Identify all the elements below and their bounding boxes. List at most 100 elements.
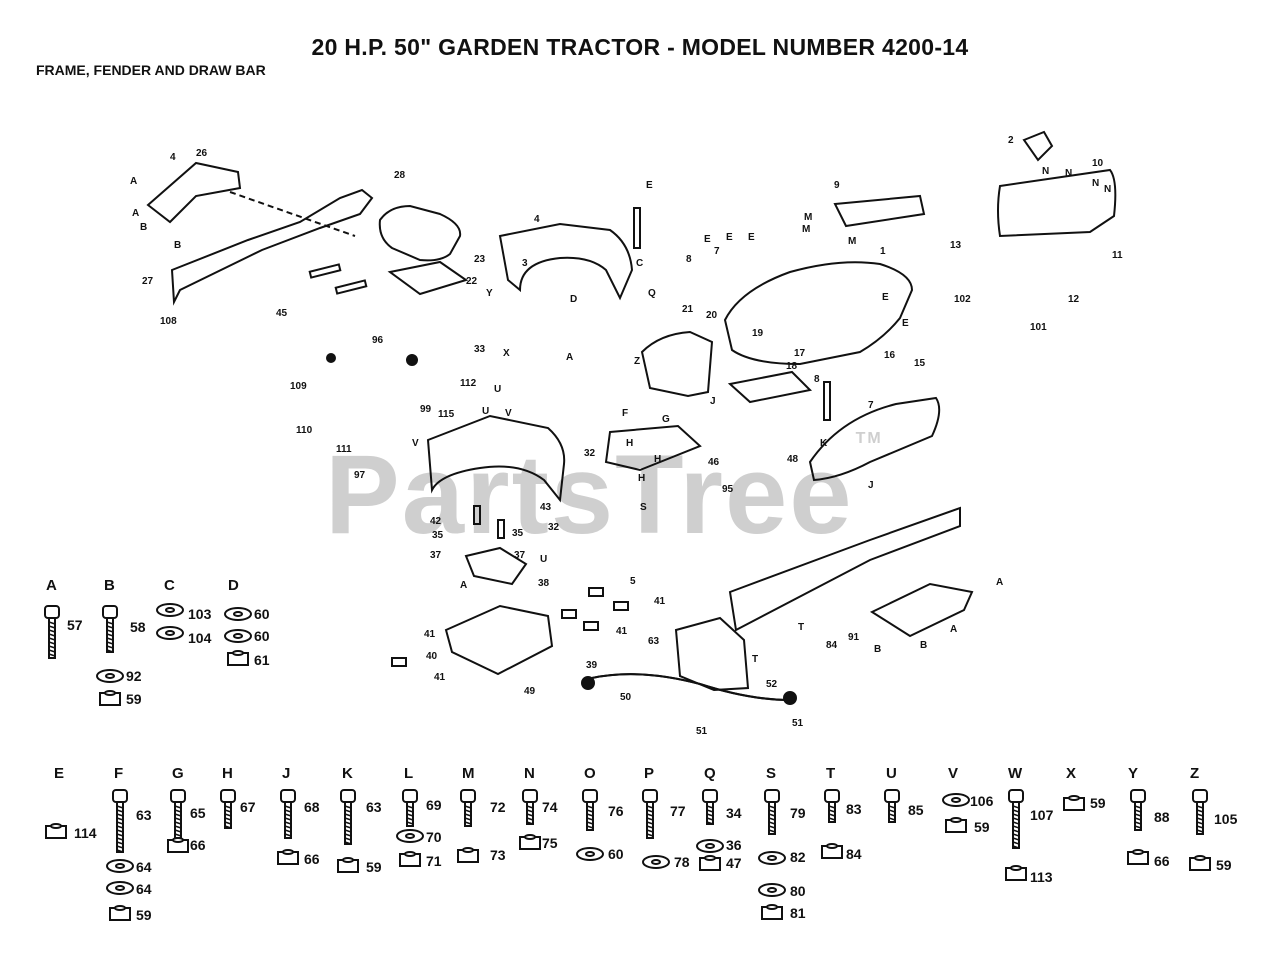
hardware-part-number: 105 bbox=[1214, 811, 1238, 827]
hardware-part-number: 72 bbox=[490, 799, 506, 815]
hardware-letter: U bbox=[886, 765, 897, 782]
callout-label: G bbox=[662, 414, 670, 425]
hardware-part-number: 66 bbox=[1154, 853, 1170, 869]
callout-label: 8 bbox=[814, 374, 820, 385]
hardware-part-number: 82 bbox=[790, 849, 806, 865]
hardware-letter: A bbox=[46, 577, 57, 594]
part-bracket-38 bbox=[464, 546, 528, 586]
callout-label: A bbox=[130, 176, 137, 187]
hardware-letter: Q bbox=[704, 765, 716, 782]
part-panel-17 bbox=[727, 370, 813, 404]
hardware-part-number: 73 bbox=[490, 847, 506, 863]
callout-label: 11 bbox=[1112, 250, 1123, 261]
part-dash bbox=[640, 330, 714, 398]
callout-label: 27 bbox=[142, 276, 154, 287]
callout-label: E bbox=[704, 234, 711, 245]
part-bracket-2 bbox=[1022, 130, 1054, 162]
callout-label: Y bbox=[486, 288, 493, 299]
callout-label: A bbox=[566, 352, 573, 363]
part-spring-35b bbox=[497, 519, 505, 539]
hardware-part-number: 83 bbox=[846, 801, 862, 817]
callout-label: 32 bbox=[548, 522, 560, 533]
hardware-part-number: 107 bbox=[1030, 807, 1054, 823]
callout-label: 1 bbox=[880, 246, 886, 257]
callout-label: M bbox=[802, 224, 810, 235]
hardware-part-number: 77 bbox=[670, 803, 686, 819]
part-51b bbox=[783, 691, 797, 705]
hardware-part-number: 88 bbox=[1154, 809, 1170, 825]
hardware-group: A 57 bbox=[44, 577, 83, 659]
callout-label: 40 bbox=[426, 651, 438, 662]
callout-label: 43 bbox=[540, 502, 552, 513]
callout-label: T bbox=[752, 654, 758, 665]
callout-label: F bbox=[622, 408, 628, 419]
hardware-group: X59 bbox=[1063, 765, 1106, 811]
callout-label: 37 bbox=[514, 550, 526, 561]
callout-label: 41 bbox=[654, 596, 666, 607]
hardware-part-number: 68 bbox=[304, 799, 320, 815]
callout-label: E bbox=[726, 232, 733, 243]
callout-label: K bbox=[820, 438, 828, 449]
callout-label: B bbox=[140, 222, 147, 233]
callout-label: 12 bbox=[1068, 294, 1080, 305]
callout-label: T bbox=[798, 622, 804, 633]
callout-label: 8 bbox=[686, 254, 692, 265]
hardware-part-number: 104 bbox=[188, 630, 212, 646]
hardware-letter: J bbox=[282, 765, 290, 782]
hardware-part-number: 81 bbox=[790, 905, 806, 921]
callout-label: 52 bbox=[766, 679, 778, 690]
callout-label: C bbox=[636, 258, 643, 269]
callout-label: 110 bbox=[296, 425, 313, 436]
callout-label: Q bbox=[648, 288, 656, 299]
hardware-letter: D bbox=[228, 577, 239, 594]
hardware-part-number: 75 bbox=[542, 835, 558, 851]
callout-label: N bbox=[1042, 166, 1049, 177]
callout-label: J bbox=[710, 396, 716, 407]
callout-label: H bbox=[638, 473, 645, 484]
hardware-part-number: 66 bbox=[304, 851, 320, 867]
hardware-part-number: 57 bbox=[67, 617, 83, 633]
callout-label: 63 bbox=[648, 636, 660, 647]
callout-label: 20 bbox=[706, 310, 718, 321]
callout-label: 2 bbox=[1008, 135, 1014, 146]
hardware-part-number: 63 bbox=[366, 799, 382, 815]
callout-label: 41 bbox=[434, 672, 446, 683]
part-108b bbox=[334, 279, 368, 295]
callout-label: 19 bbox=[752, 328, 764, 339]
callout-label: 51 bbox=[696, 726, 708, 737]
part-side-panel-15 bbox=[808, 396, 941, 482]
hardware-letter: N bbox=[524, 765, 535, 782]
hardware-part-number: 106 bbox=[970, 793, 994, 809]
hardware-part-number: 114 bbox=[74, 825, 97, 841]
hardware-part-number: 113 bbox=[1030, 869, 1053, 885]
part-41c bbox=[561, 609, 577, 619]
part-tube-52-inner bbox=[591, 673, 791, 701]
callout-label: 7 bbox=[868, 400, 874, 411]
hardware-part-number: 60 bbox=[254, 606, 270, 622]
hardware-part-number: 60 bbox=[254, 628, 270, 644]
hardware-letter: F bbox=[114, 765, 123, 782]
callout-label: 108 bbox=[160, 316, 177, 327]
callout-label: U bbox=[494, 384, 501, 395]
callout-label: B bbox=[920, 640, 927, 651]
hardware-legend: A57B589259C103104D606061E114F63646459G65… bbox=[44, 577, 1238, 923]
callout-label: B bbox=[174, 240, 181, 251]
part-seat-bracket bbox=[387, 260, 469, 296]
callout-label: 13 bbox=[950, 240, 962, 251]
callout-label: 111 bbox=[336, 444, 352, 455]
callout-label: 112 bbox=[460, 378, 477, 389]
hardware-letter: H bbox=[222, 765, 233, 782]
hardware-part-number: 71 bbox=[426, 853, 442, 869]
callout-label: 17 bbox=[794, 348, 806, 359]
callout-label: 4 bbox=[170, 152, 176, 163]
callout-label: 10 bbox=[1092, 158, 1104, 169]
hardware-group: U85 bbox=[884, 765, 924, 823]
callout-label: 5 bbox=[630, 576, 636, 587]
hardware-letter: L bbox=[404, 765, 413, 782]
callout-label: 97 bbox=[354, 470, 366, 481]
hardware-letter: W bbox=[1008, 765, 1023, 782]
